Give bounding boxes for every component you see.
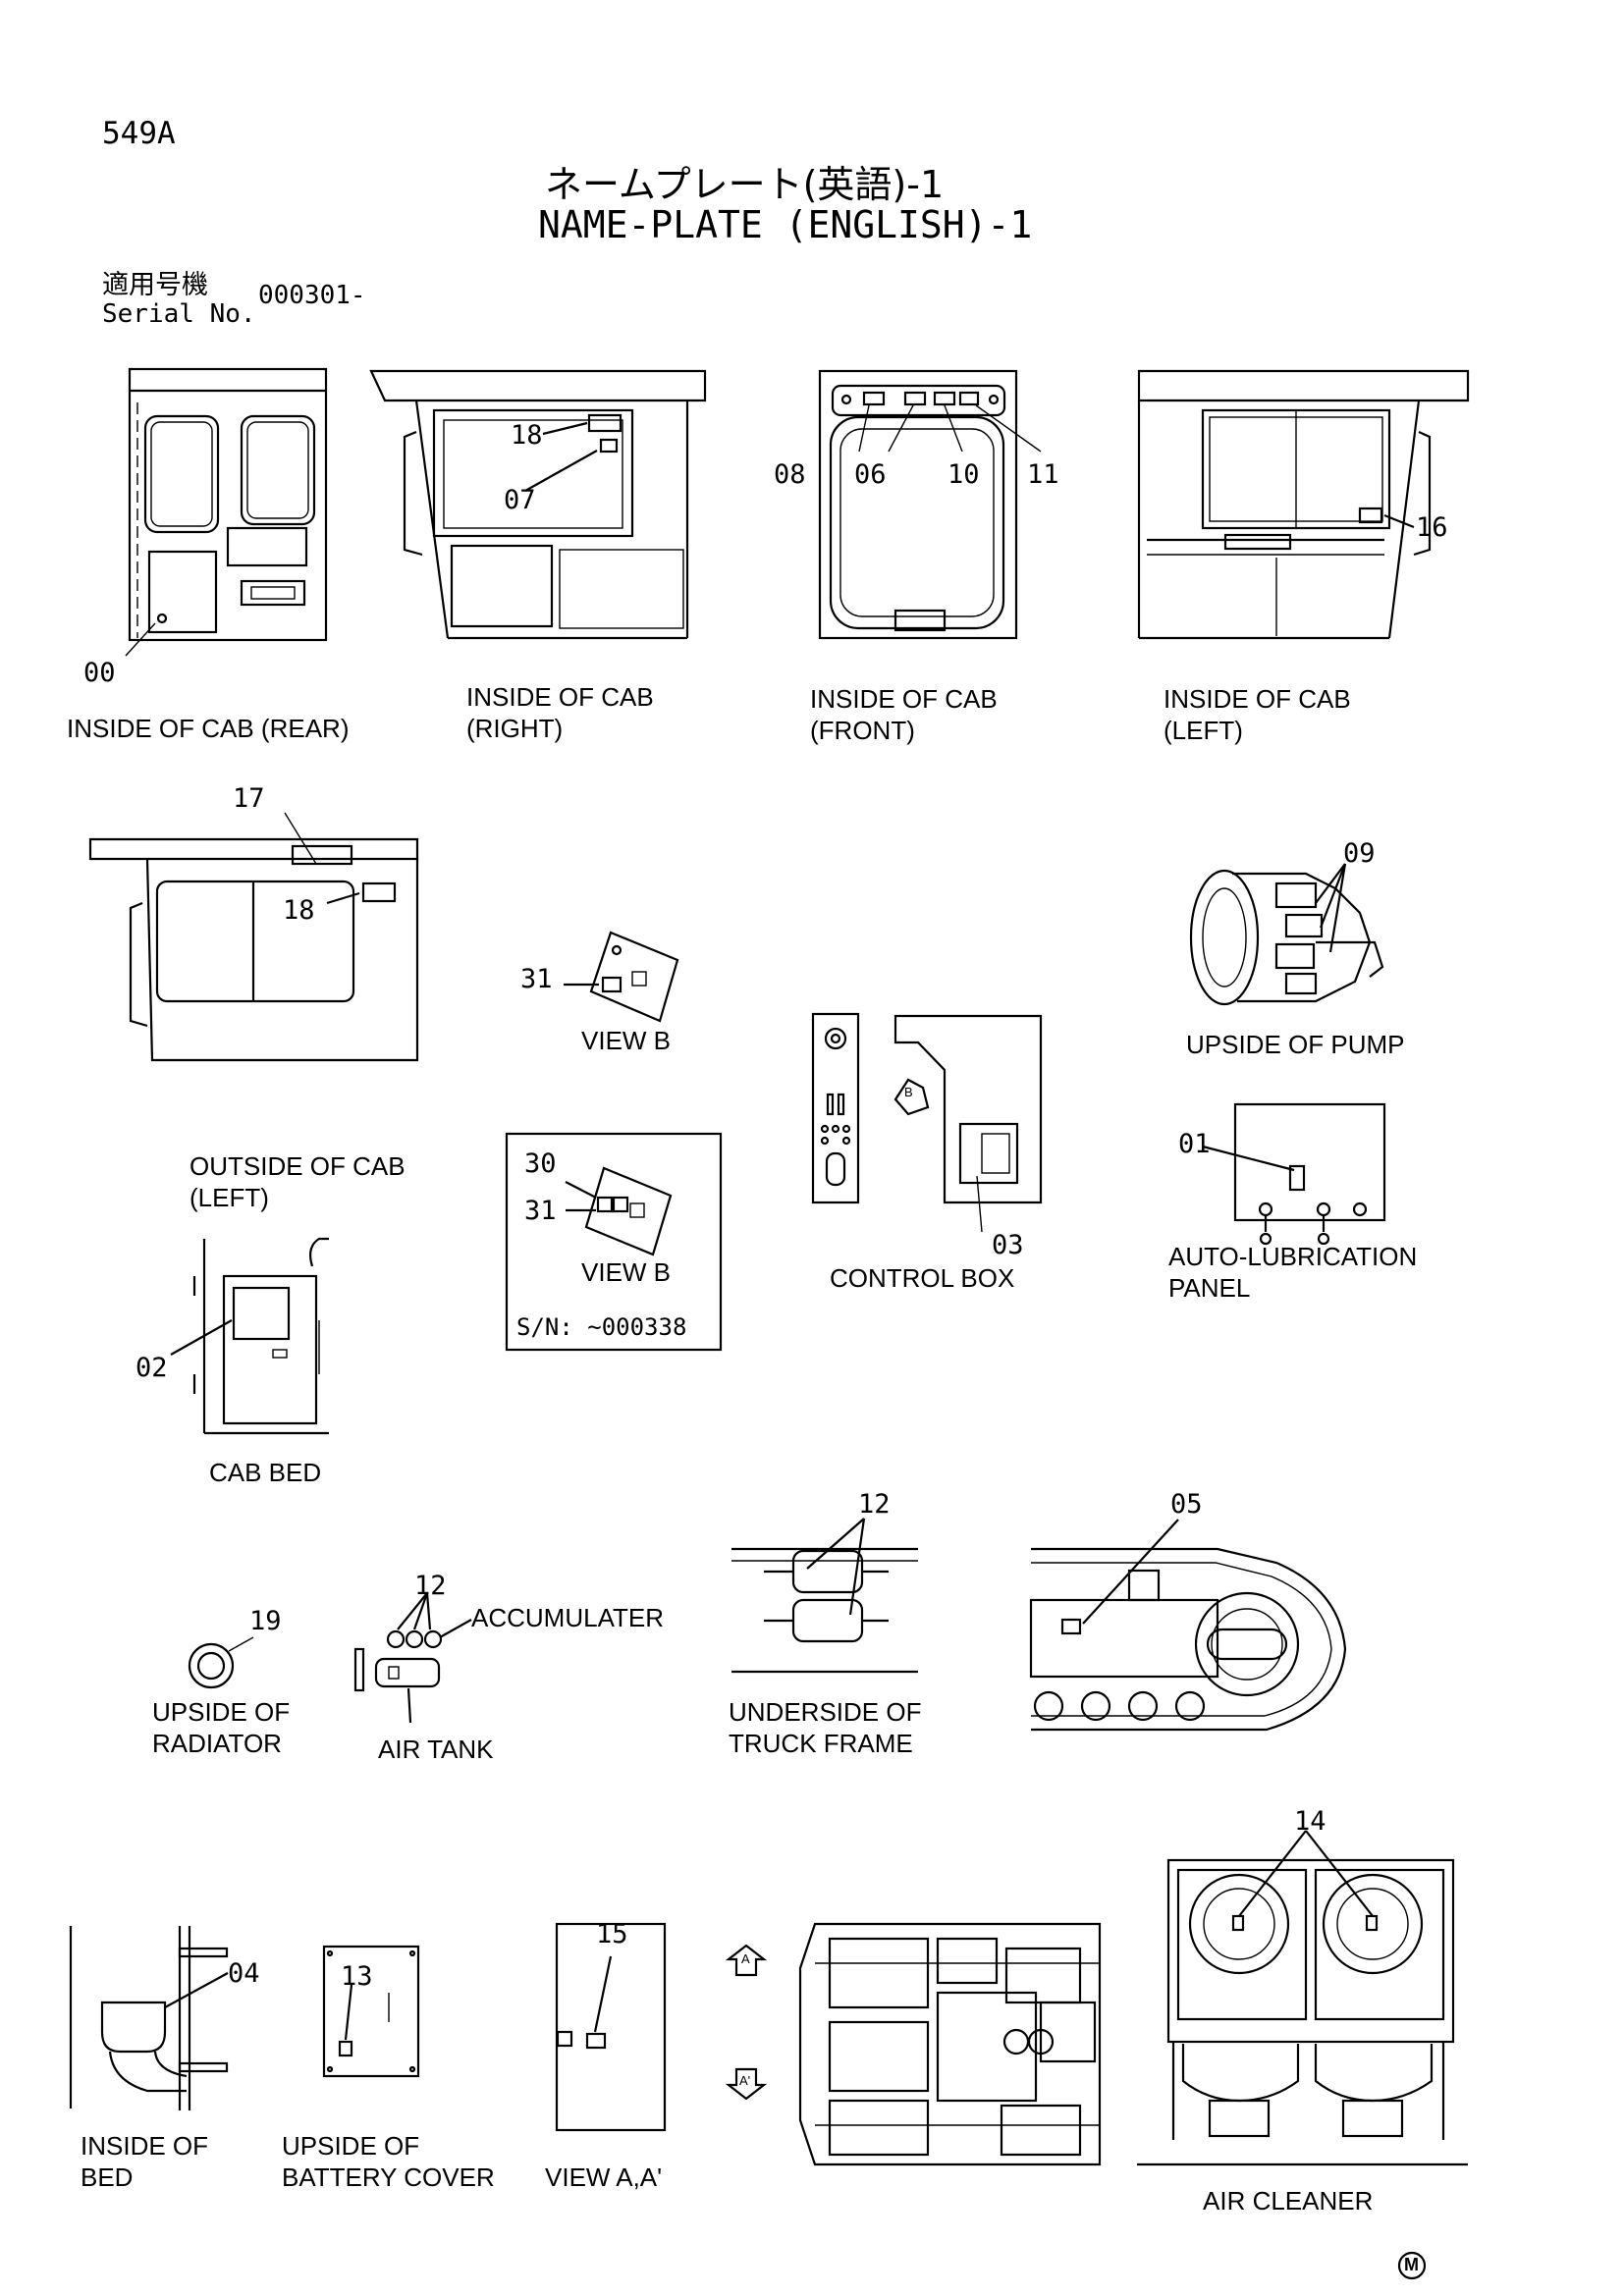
m-mark-circle — [1397, 2251, 1427, 2280]
callout-10: 10 — [947, 459, 980, 490]
m-mark: M — [1404, 2255, 1419, 2274]
serial-label-en: Serial No. — [102, 299, 256, 329]
callout-08: 08 — [774, 459, 806, 490]
track-drawing — [1029, 1519, 1347, 1732]
callout-19: 19 — [249, 1606, 282, 1636]
callout-11: 11 — [1027, 459, 1059, 490]
callout-01: 01 — [1178, 1129, 1211, 1159]
caption-radiator-1: UPSIDE OF — [152, 1697, 291, 1727]
caption-view-b-serial: S/N: ~000338 — [516, 1313, 687, 1341]
callout-17: 17 — [233, 783, 265, 814]
callout-31-box: 31 — [524, 1196, 557, 1226]
caption-cab-right-2: (RIGHT) — [466, 714, 564, 743]
view-b-box-drawing — [505, 1132, 723, 1352]
callout-14: 14 — [1294, 1806, 1326, 1837]
serial-label-jp: 適用号機 — [102, 270, 208, 300]
caption-cab-left-2: (LEFT) — [1164, 716, 1243, 745]
caption-cab-rear: INSIDE OF CAB (REAR) — [67, 714, 350, 743]
arrow-b-label: B — [904, 1085, 913, 1099]
callout-07: 07 — [504, 485, 536, 515]
view-b-drawing — [564, 931, 679, 1023]
battery-cover-drawing — [322, 1945, 420, 2078]
caption-cab-bed: CAB BED — [209, 1458, 322, 1487]
caption-pump: UPSIDE OF PUMP — [1186, 1030, 1405, 1059]
caption-battery-2: BATTERY COVER — [282, 2163, 495, 2192]
caption-truck-frame-2: TRUCK FRAME — [729, 1729, 913, 1758]
callout-06: 06 — [854, 459, 887, 490]
callout-03: 03 — [992, 1230, 1024, 1260]
caption-air-tank: AIR TANK — [378, 1735, 494, 1764]
callout-04: 04 — [228, 1958, 260, 1989]
pump-drawing — [1189, 863, 1384, 1006]
caption-view-aa: VIEW A,A' — [545, 2163, 663, 2192]
callout-18-outside: 18 — [283, 895, 315, 926]
callout-31-top: 31 — [520, 964, 553, 994]
callout-15: 15 — [596, 1919, 628, 1949]
caption-cab-right-1: INSIDE OF CAB — [466, 682, 654, 712]
caption-cab-left-1: INSIDE OF CAB — [1164, 684, 1351, 714]
caption-truck-frame-1: UNDERSIDE OF — [729, 1697, 922, 1727]
caption-bed-1: INSIDE OF — [81, 2131, 209, 2161]
title-japanese: ネームプレート(英語)-1 — [545, 163, 945, 206]
caption-lube-2: PANEL — [1168, 1273, 1251, 1303]
view-aa-drawing — [555, 1922, 667, 2132]
callout-09: 09 — [1343, 838, 1376, 869]
callout-18-right: 18 — [511, 420, 543, 451]
caption-control-box: CONTROL BOX — [830, 1263, 1015, 1293]
callout-12-tank: 12 — [414, 1571, 447, 1601]
caption-cab-front-2: (FRONT) — [810, 716, 915, 745]
serial-value: 000301- — [258, 281, 366, 310]
caption-cab-front-1: INSIDE OF CAB — [810, 684, 998, 714]
cab-right-drawing — [369, 369, 707, 640]
callout-02: 02 — [135, 1353, 168, 1383]
machine-top-view-drawing — [725, 1922, 1102, 2166]
bed-drawing — [69, 1926, 229, 2110]
caption-accumulater: ACCUMULATER — [471, 1603, 664, 1632]
callout-12-truck: 12 — [858, 1489, 891, 1520]
arrow-a-label: A — [741, 1951, 750, 1966]
cab-bed-drawing — [170, 1237, 329, 1435]
air-cleaner-drawing — [1137, 1830, 1468, 2166]
callout-16: 16 — [1416, 512, 1448, 543]
caption-view-b: VIEW B — [581, 1026, 672, 1055]
lube-panel-drawing — [1202, 1102, 1386, 1246]
cab-left-drawing — [1137, 369, 1470, 640]
cab-outside-drawing — [88, 812, 419, 1062]
caption-cab-outside-2: (LEFT) — [189, 1183, 269, 1212]
callout-05: 05 — [1170, 1489, 1203, 1520]
air-tank-drawing — [353, 1592, 472, 1724]
truck-frame-drawing — [731, 1518, 918, 1674]
cab-front-drawing — [818, 369, 1042, 640]
cab-rear-drawing — [125, 367, 328, 657]
arrow-a-prime-label: A' — [739, 2073, 751, 2088]
caption-lube-1: AUTO-LUBRICATION — [1168, 1242, 1418, 1271]
callout-13: 13 — [341, 1961, 373, 1992]
caption-air-cleaner: AIR CLEANER — [1203, 2186, 1374, 2216]
caption-view-b-box: VIEW B — [581, 1257, 672, 1287]
radiator-drawing — [188, 1636, 254, 1689]
caption-cab-outside-1: OUTSIDE OF CAB — [189, 1151, 406, 1181]
control-box-drawing — [811, 1012, 1043, 1233]
callout-00: 00 — [83, 658, 116, 688]
caption-battery-1: UPSIDE OF — [282, 2131, 420, 2161]
callout-30: 30 — [524, 1148, 557, 1179]
caption-radiator-2: RADIATOR — [152, 1729, 282, 1758]
caption-bed-2: BED — [81, 2163, 134, 2192]
title-english: NAME-PLATE (ENGLISH)-1 — [538, 203, 1033, 246]
page-code: 549A — [102, 116, 176, 151]
